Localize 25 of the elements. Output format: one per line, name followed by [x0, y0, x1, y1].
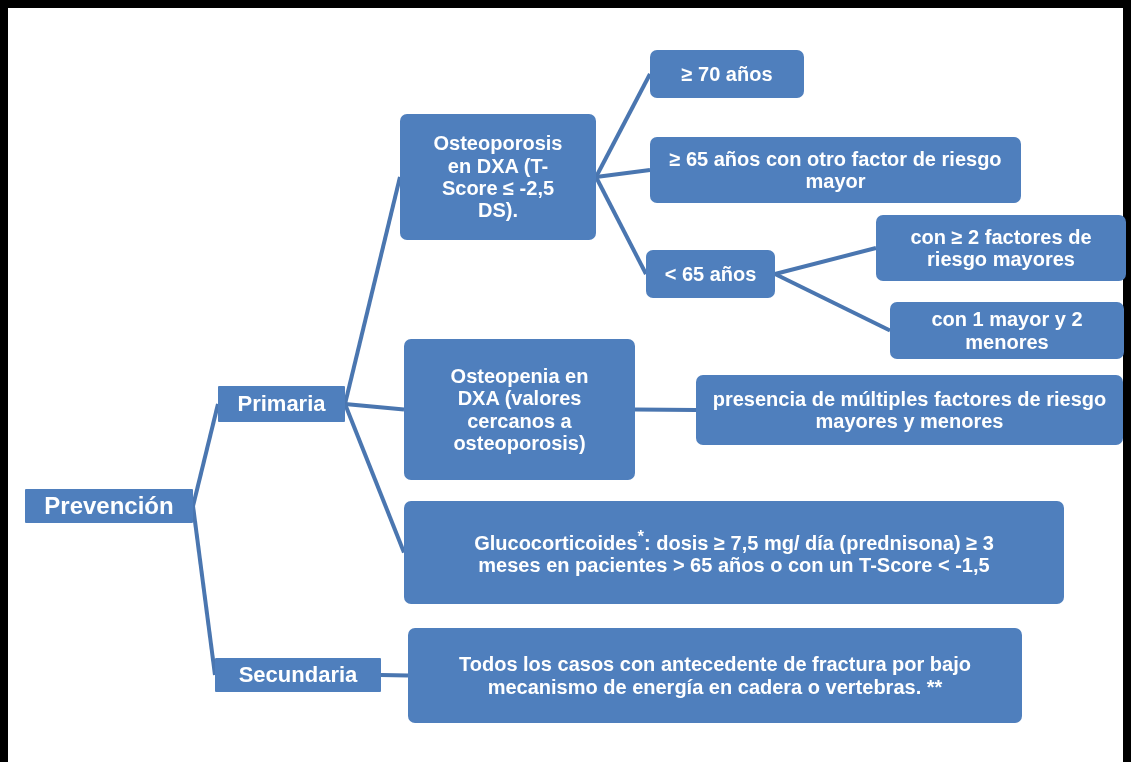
- connector-line: [594, 73, 652, 178]
- connector-line: [594, 176, 648, 275]
- connector-line: [380, 673, 409, 678]
- connector-line: [774, 246, 877, 276]
- category-box: ≥ 65 años con otro factor de riesgo mayor: [650, 137, 1021, 203]
- connector-line: [191, 403, 220, 507]
- category-box: presencia de múltiples factores de riesgo mayores y menores: [696, 375, 1123, 445]
- category-box: Secundaria: [215, 658, 381, 692]
- category-box: Prevención: [25, 489, 193, 523]
- category-box: Osteoporosis en DXA (T-Score ≤ -2,5 DS).: [400, 114, 596, 240]
- connector-line: [635, 407, 696, 412]
- category-box: < 65 años: [646, 250, 775, 298]
- category-box: Glucocorticoides$^{*}$: dosis ≥ 7,5 mg/ día (prednisona) ≥ 3 meses en pacientes > 65 años o con un T-Score < -1,5: [404, 501, 1064, 604]
- category-box: con 1 mayor y 2 menores: [890, 302, 1124, 359]
- category-box: Primaria: [218, 386, 345, 422]
- connector-line: [343, 176, 402, 405]
- connector-line: [344, 402, 405, 412]
- category-box: Todos los casos con antecedente de fractura por bajo mecanismo de energía en cadera o vertebras. **: [408, 628, 1022, 723]
- connector-line: [595, 168, 651, 179]
- category-box: con ≥ 2 factores de riesgo mayores: [876, 215, 1126, 281]
- connector-line: [774, 272, 891, 333]
- category-box: ≥ 70 años: [650, 50, 804, 98]
- connector-line: [343, 403, 406, 554]
- connector-line: [191, 505, 217, 676]
- category-box: Osteopenia en DXA (valores cercanos a osteoporosis): [404, 339, 635, 480]
